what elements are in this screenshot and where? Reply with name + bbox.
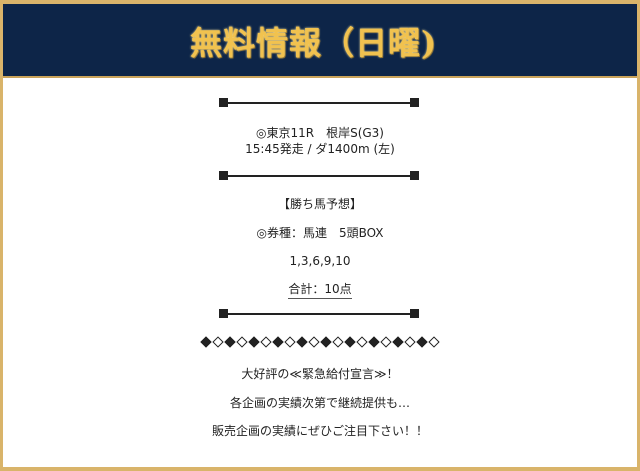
diamond-filled-icon bbox=[344, 336, 356, 348]
section-divider bbox=[219, 171, 419, 181]
diamond-hollow-icon bbox=[356, 336, 368, 348]
diamond-hollow-icon bbox=[260, 336, 272, 348]
diamond-filled-icon bbox=[368, 336, 380, 348]
diamond-hollow-icon bbox=[284, 336, 296, 348]
diamond-filled-icon bbox=[200, 336, 212, 348]
diamond-filled-icon bbox=[392, 336, 404, 348]
page-title: 無料情報（日曜) bbox=[190, 24, 438, 62]
diamond-filled-icon bbox=[296, 336, 308, 348]
notice-line-3: 販売企画の実績にぜひご注目下さい！！ bbox=[211, 424, 428, 438]
diamond-hollow-icon bbox=[380, 336, 392, 348]
diamond-ornament-row bbox=[200, 336, 440, 350]
ticket-type: ◎券種：馬連 5頭BOX bbox=[256, 226, 384, 240]
diamond-hollow-icon bbox=[428, 336, 440, 348]
prediction-heading: 【勝ち馬予想】 bbox=[277, 197, 362, 211]
diamond-filled-icon bbox=[224, 336, 236, 348]
section-divider bbox=[219, 98, 419, 108]
horse-numbers: 1,3,6,9,10 bbox=[289, 254, 351, 268]
diamond-hollow-icon bbox=[212, 336, 224, 348]
total-points-label: 合計：10点 bbox=[288, 281, 352, 299]
race-info-line-2: 15:45発走 / ダ1400m (左) bbox=[245, 142, 395, 156]
diamond-filled-icon bbox=[248, 336, 260, 348]
diamond-hollow-icon bbox=[236, 336, 248, 348]
diamond-hollow-icon bbox=[308, 336, 320, 348]
diamond-hollow-icon bbox=[332, 336, 344, 348]
notice-line-1: 大好評の≪緊急給付宣言≫！ bbox=[241, 367, 399, 381]
diamond-filled-icon bbox=[416, 336, 428, 348]
page-header: 無料情報（日曜) bbox=[3, 4, 637, 78]
section-divider bbox=[219, 309, 419, 319]
race-info-line-1: ◎東京11R 根岸S(G3) bbox=[256, 126, 384, 140]
diamond-filled-icon bbox=[320, 336, 332, 348]
diamond-filled-icon bbox=[272, 336, 284, 348]
diamond-hollow-icon bbox=[404, 336, 416, 348]
notice-line-2: 各企画の実績次第で継続提供も… bbox=[229, 396, 410, 410]
total-points: 合計：10点 bbox=[0, 281, 640, 299]
